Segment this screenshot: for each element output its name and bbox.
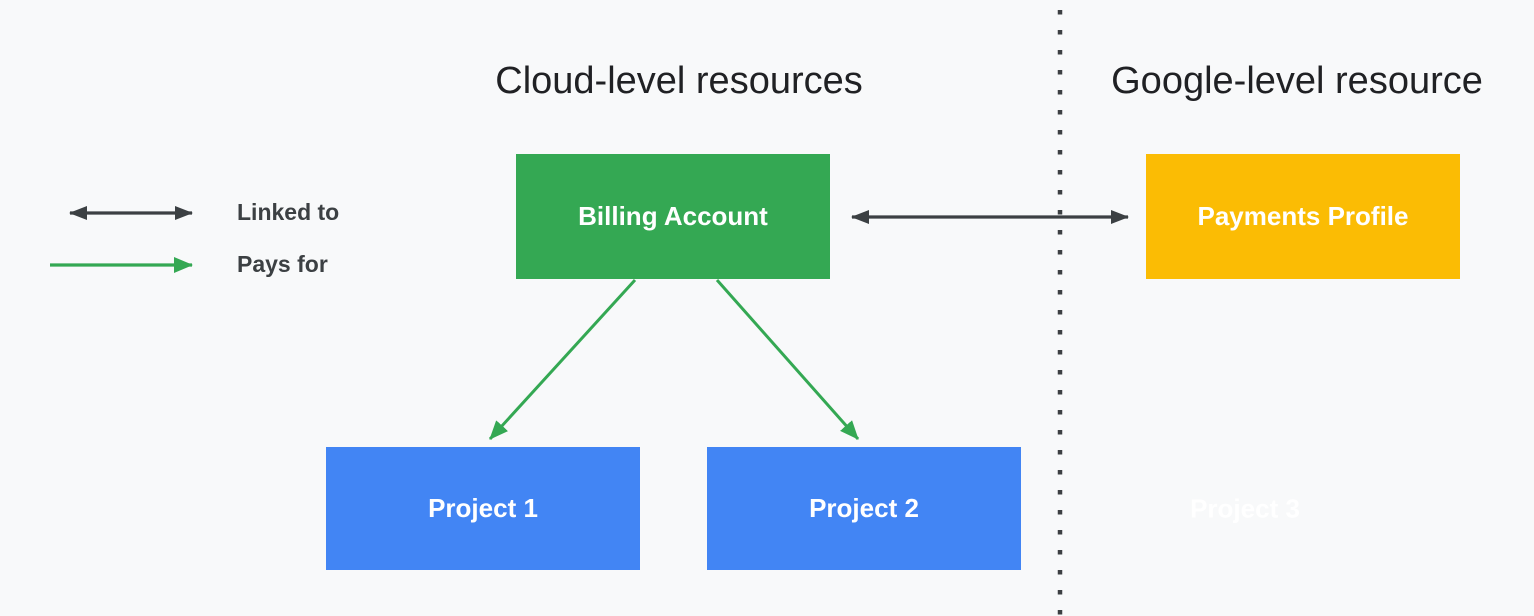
legend-linked-to-label: Linked to xyxy=(237,199,340,225)
cloud-level-heading: Cloud-level resources xyxy=(495,60,863,102)
billing-account-label: Billing Account xyxy=(578,201,768,231)
project-1-label: Project 1 xyxy=(428,493,538,523)
payments-profile-node: Payments Profile xyxy=(1146,154,1460,279)
pays-for-arrow-project-2 xyxy=(715,279,860,440)
billing-account-node: Billing Account xyxy=(516,154,830,279)
payments-profile-label: Payments Profile xyxy=(1197,201,1409,231)
pays-for-arrow-project-1 xyxy=(488,278,637,441)
project-1-node: Project 1 xyxy=(326,447,640,570)
legend-pays-for-label: Pays for xyxy=(237,251,328,277)
project-3-ghost-label: Project 3 xyxy=(1190,493,1300,524)
google-level-heading: Google-level resource xyxy=(1111,60,1483,102)
project-2-node: Project 2 xyxy=(707,447,1021,570)
project-2-label: Project 2 xyxy=(809,493,919,523)
